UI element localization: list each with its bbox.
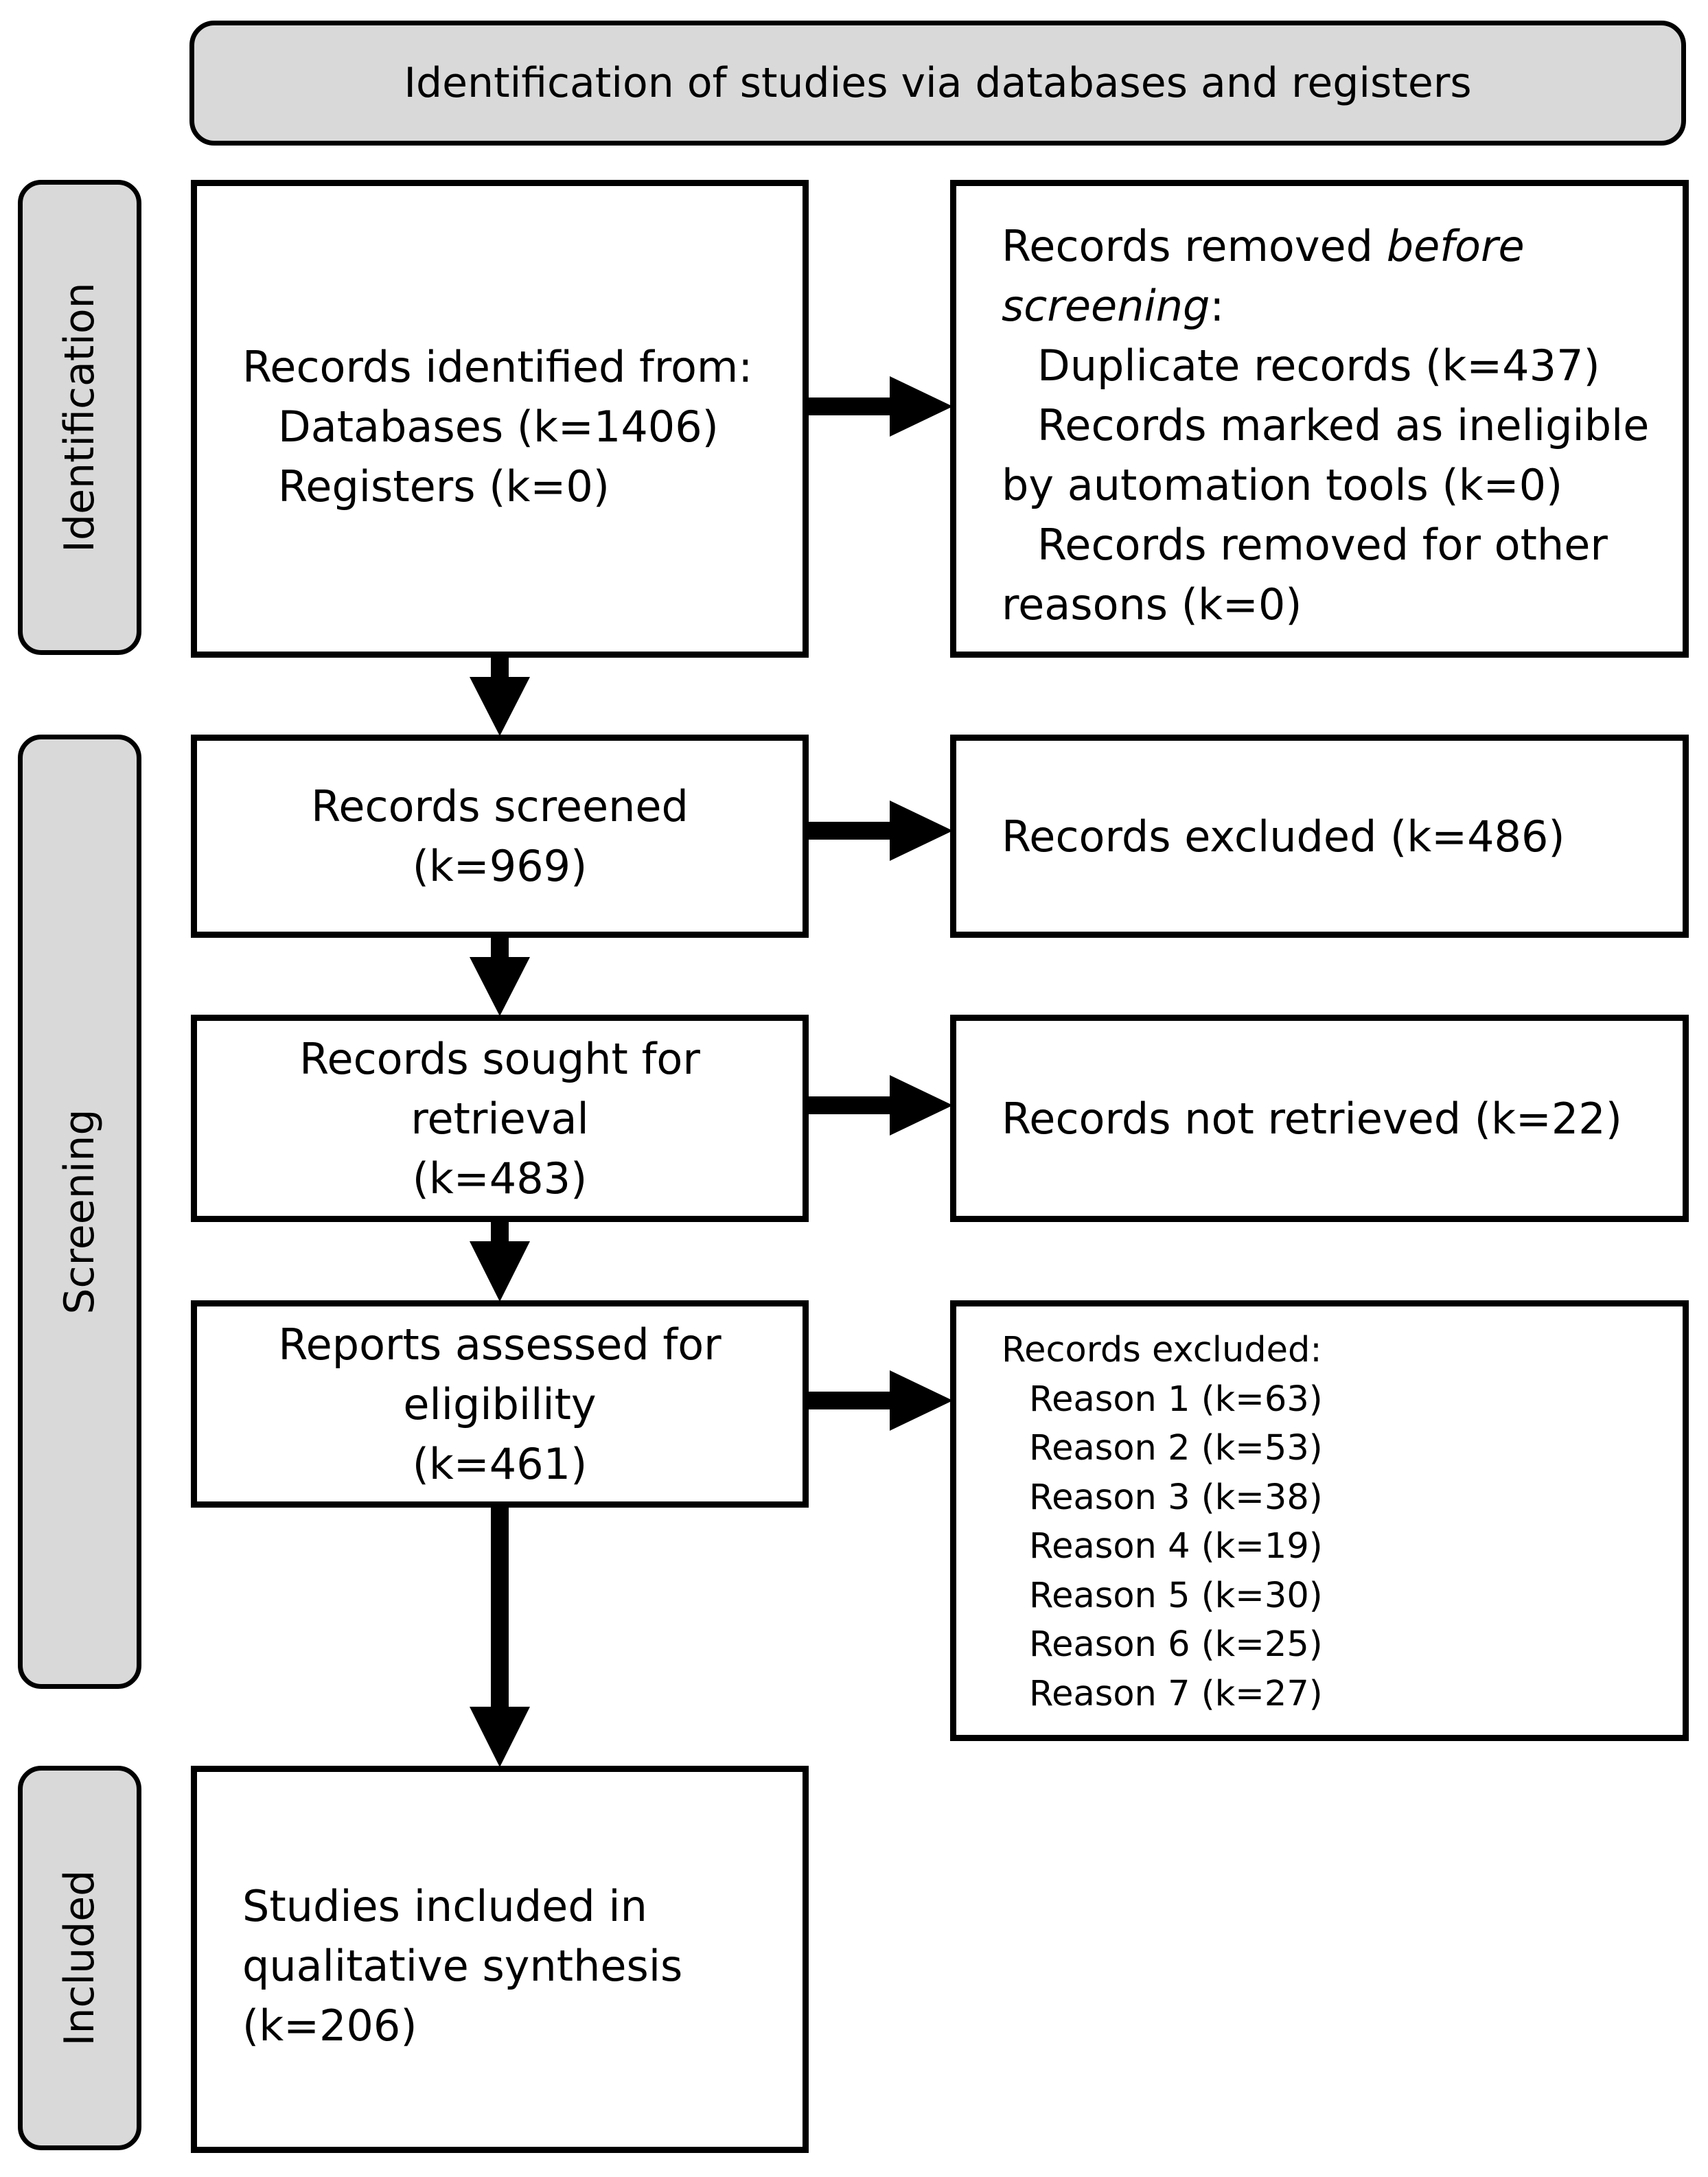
reports-assessed-count: (k=461) (412, 1438, 588, 1489)
records-sought-line1: Records sought for (299, 1033, 700, 1084)
studies-included-box: Studies included in qualitative synthesi… (191, 1766, 809, 2153)
records-sought-count: (k=483) (412, 1153, 588, 1203)
phase-included: Included (18, 1766, 141, 2150)
databases-count: Databases (k=1406) (278, 402, 719, 452)
removed-heading-line2: screening: (1002, 276, 1649, 336)
excluded-reasons-list: Records excluded: Reason 1 (k=63) Reason… (1002, 1326, 1323, 1718)
reports-assessed-box: Reports assessed for eligibility (k=461) (191, 1300, 809, 1508)
removed-heading-colon: : (1210, 281, 1225, 331)
studies-included-line2: qualitative synthesis (242, 1941, 683, 1991)
records-excluded-box: Records excluded (k=486) (950, 735, 1689, 938)
ineligible-records-line1: Records marked as ineligible (1037, 400, 1650, 450)
records-removed-box: Records removed before screening: Duplic… (950, 180, 1689, 658)
arrow-to-assessed (470, 1222, 530, 1302)
reason-item: Reason 2 (k=53) (1029, 1428, 1323, 1468)
records-not-retrieved-box: Records not retrieved (k=22) (950, 1015, 1689, 1222)
other-removed-line1: Records removed for other (1037, 520, 1608, 570)
arrow-to-not-retrieved (809, 1075, 953, 1136)
records-sought-line2: retrieval (411, 1093, 589, 1144)
other-removed-line2: reasons (k=0) (1002, 579, 1302, 630)
arrow-to-screened (470, 658, 530, 736)
records-sought-box: Records sought for retrieval (k=483) (191, 1015, 809, 1222)
reports-assessed-line1: Reports assessed for (278, 1319, 722, 1370)
reason-item: Reason 6 (k=25) (1029, 1624, 1323, 1665)
header-title: Identification of studies via databases … (404, 59, 1472, 107)
studies-included-text: Studies included in qualitative synthesi… (242, 1876, 682, 2055)
records-not-retrieved-text: Records not retrieved (k=22) (1002, 1093, 1622, 1144)
records-identified-title: Records identified from: (242, 342, 753, 392)
reason-item: Reason 5 (k=30) (1029, 1575, 1323, 1616)
reports-assessed-line2: eligibility (403, 1379, 597, 1429)
studies-included-count: (k=206) (242, 2001, 417, 2051)
removed-heading-plain: Records removed (1002, 221, 1387, 271)
reason-item: Reason 1 (k=63) (1029, 1379, 1323, 1420)
reason-item: Reason 4 (k=19) (1029, 1526, 1323, 1567)
reason-item: Reason 3 (k=38) (1029, 1477, 1323, 1518)
records-removed-text: Records removed before screening: Duplic… (1002, 216, 1649, 634)
arrow-to-included (470, 1508, 530, 1767)
arrow-to-sought (470, 938, 530, 1016)
records-identified-box: Records identified from: Databases (k=14… (191, 180, 809, 658)
removed-heading-line1: Records removed before (1002, 216, 1649, 276)
phase-screening: Screening (18, 735, 141, 1689)
reports-excluded-box: Records excluded: Reason 1 (k=63) Reason… (950, 1300, 1689, 1741)
excluded-reasons-title: Records excluded: (1002, 1330, 1322, 1370)
records-screened-count: (k=969) (412, 841, 588, 891)
duplicate-records: Duplicate records (k=437) (1037, 341, 1600, 391)
registers-count: Registers (k=0) (278, 461, 610, 511)
records-excluded-text: Records excluded (k=486) (1002, 811, 1565, 862)
records-screened-box: Records screened (k=969) (191, 735, 809, 938)
removed-heading-italic2: screening (1002, 281, 1210, 331)
studies-included-line1: Studies included in (242, 1881, 647, 1931)
ineligible-records-line2: by automation tools (k=0) (1002, 460, 1563, 510)
phase-identification: Identification (18, 180, 141, 655)
header-banner: Identification of studies via databases … (189, 21, 1686, 146)
records-identified-text: Records identified from: Databases (k=14… (242, 337, 752, 516)
records-screened-title: Records screened (311, 781, 689, 831)
arrow-to-reports-excluded (809, 1370, 953, 1431)
reason-item: Reason 7 (k=27) (1029, 1673, 1323, 1714)
arrow-to-removed (809, 376, 953, 437)
removed-heading-italic: before (1386, 221, 1525, 271)
arrow-to-excluded (809, 800, 953, 861)
